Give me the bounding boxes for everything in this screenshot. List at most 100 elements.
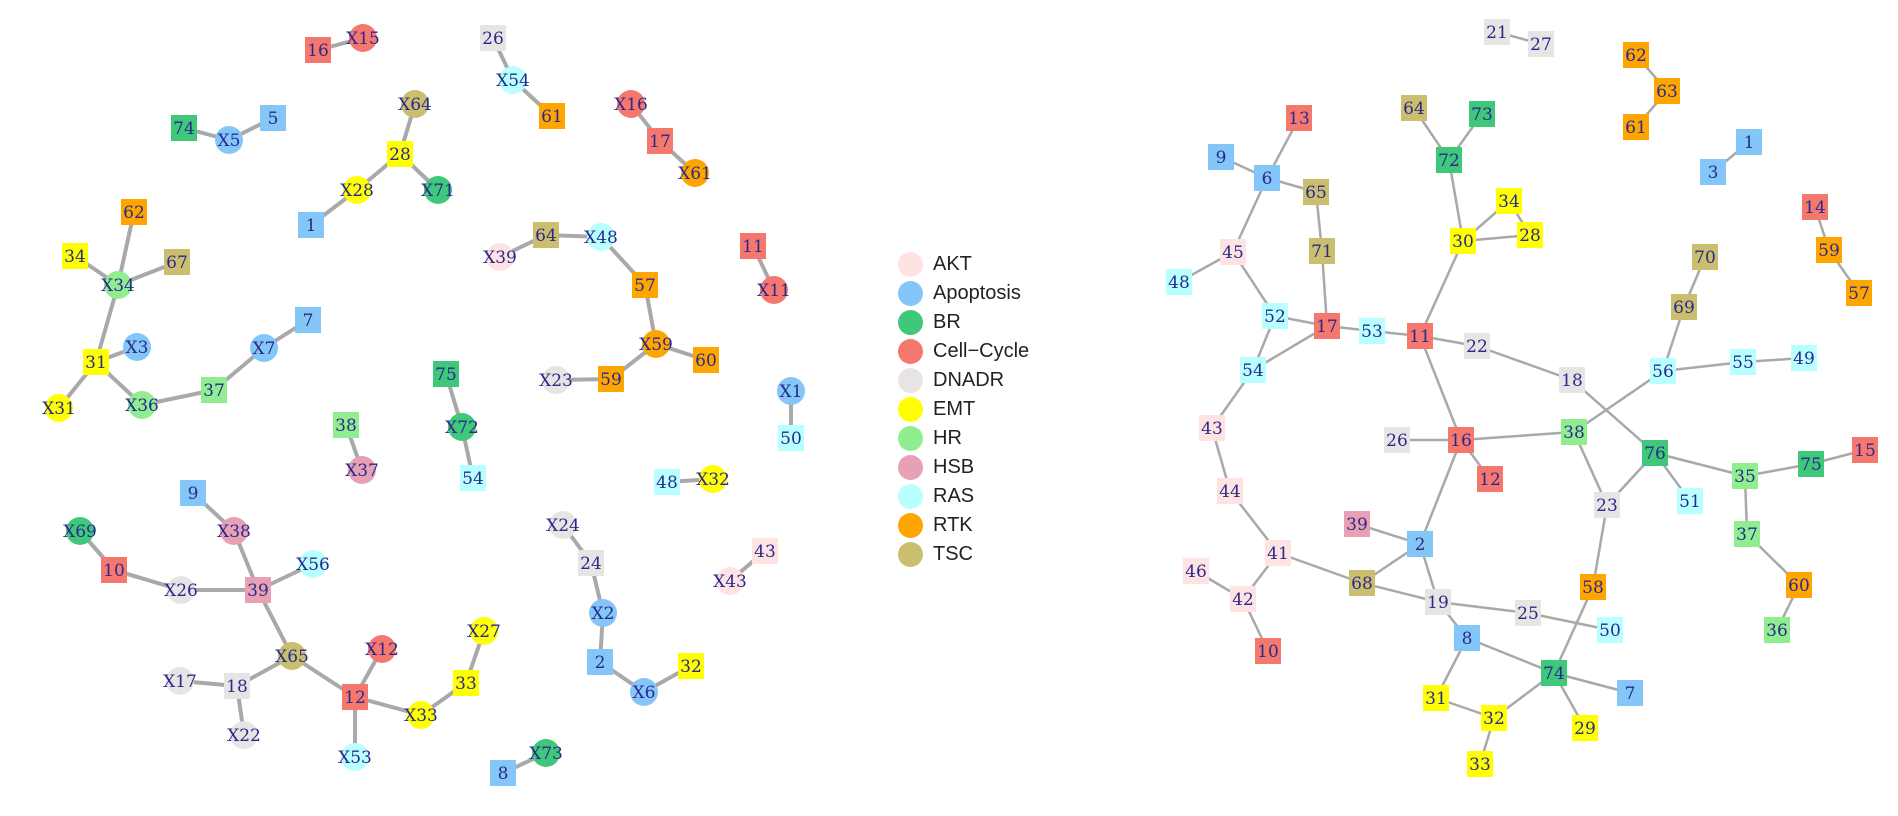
right-node-46[interactable]: 46 (1183, 558, 1209, 584)
left-node-X7[interactable]: X7 (250, 334, 278, 362)
right-node-71[interactable]: 71 (1309, 238, 1335, 264)
left-node-X56[interactable]: X56 (296, 550, 330, 578)
left-node-X71[interactable]: X71 (421, 176, 455, 204)
right-node-16[interactable]: 16 (1448, 427, 1474, 453)
right-node-11[interactable]: 11 (1407, 323, 1433, 349)
right-node-10[interactable]: 10 (1255, 638, 1281, 664)
left-node-X73[interactable]: X73 (529, 739, 563, 767)
left-node-X33[interactable]: X33 (404, 701, 438, 729)
left-node-39[interactable]: 39 (245, 577, 271, 603)
right-node-72[interactable]: 72 (1436, 147, 1462, 173)
right-node-54[interactable]: 54 (1240, 357, 1266, 383)
left-node-X43[interactable]: X43 (713, 567, 747, 595)
left-node-10[interactable]: 10 (101, 557, 127, 583)
right-node-57[interactable]: 57 (1846, 280, 1872, 306)
left-node-X6[interactable]: X6 (630, 678, 658, 706)
left-node-X65[interactable]: X65 (275, 642, 309, 670)
right-node-33[interactable]: 33 (1467, 751, 1493, 777)
left-node-17[interactable]: 17 (647, 128, 673, 154)
left-node-26[interactable]: 26 (480, 25, 506, 51)
left-node-34[interactable]: 34 (62, 243, 88, 269)
right-node-63[interactable]: 63 (1654, 78, 1680, 104)
right-node-42[interactable]: 42 (1230, 586, 1256, 612)
right-node-59[interactable]: 59 (1816, 237, 1842, 263)
right-node-9[interactable]: 9 (1208, 144, 1234, 170)
left-node-X11[interactable]: X11 (757, 276, 791, 304)
right-node-69[interactable]: 69 (1671, 294, 1697, 320)
right-node-30[interactable]: 30 (1450, 228, 1476, 254)
left-node-2[interactable]: 2 (587, 649, 613, 675)
right-node-53[interactable]: 53 (1359, 318, 1385, 344)
left-node-X5[interactable]: X5 (215, 126, 243, 154)
right-node-68[interactable]: 68 (1349, 570, 1375, 596)
left-node-X16[interactable]: X16 (614, 90, 648, 118)
left-node-X37[interactable]: X37 (345, 456, 379, 484)
left-node-X2[interactable]: X2 (589, 599, 617, 627)
left-node-X12[interactable]: X12 (365, 635, 399, 663)
right-node-44[interactable]: 44 (1217, 478, 1243, 504)
left-node-X32[interactable]: X32 (696, 465, 730, 493)
left-node-8[interactable]: 8 (490, 760, 516, 786)
left-node-X59[interactable]: X59 (639, 330, 673, 358)
left-node-67[interactable]: 67 (164, 249, 190, 275)
right-node-45[interactable]: 45 (1220, 239, 1246, 265)
right-node-52[interactable]: 52 (1262, 303, 1288, 329)
left-node-61[interactable]: 61 (539, 103, 565, 129)
right-node-26[interactable]: 26 (1384, 427, 1410, 453)
right-node-31[interactable]: 31 (1423, 685, 1449, 711)
right-node-51[interactable]: 51 (1677, 488, 1703, 514)
left-node-64[interactable]: 64 (533, 222, 559, 248)
left-node-X61[interactable]: X61 (678, 159, 712, 187)
left-node-X53[interactable]: X53 (338, 743, 372, 771)
left-node-54[interactable]: 54 (460, 465, 486, 491)
left-node-X28[interactable]: X28 (340, 176, 374, 204)
left-node-1[interactable]: 1 (298, 212, 324, 238)
right-node-2[interactable]: 2 (1407, 531, 1433, 557)
left-node-X34[interactable]: X34 (101, 271, 135, 299)
left-node-7[interactable]: 7 (295, 307, 321, 333)
left-node-50[interactable]: 50 (778, 425, 804, 451)
right-node-48[interactable]: 48 (1166, 269, 1192, 295)
left-node-62[interactable]: 62 (121, 199, 147, 225)
right-node-36[interactable]: 36 (1764, 617, 1790, 643)
right-node-15[interactable]: 15 (1852, 437, 1878, 463)
left-node-28[interactable]: 28 (387, 141, 413, 167)
right-node-21[interactable]: 21 (1484, 19, 1510, 45)
right-node-74[interactable]: 74 (1541, 660, 1567, 686)
right-node-64[interactable]: 64 (1401, 95, 1427, 121)
left-node-X39[interactable]: X39 (483, 243, 517, 271)
left-node-X54[interactable]: X54 (496, 66, 530, 94)
right-node-12[interactable]: 12 (1477, 466, 1503, 492)
right-node-43[interactable]: 43 (1199, 415, 1225, 441)
left-node-59[interactable]: 59 (598, 366, 624, 392)
left-node-48[interactable]: 48 (654, 469, 680, 495)
right-node-18[interactable]: 18 (1559, 367, 1585, 393)
left-node-74[interactable]: 74 (171, 115, 197, 141)
left-node-11[interactable]: 11 (740, 233, 766, 259)
right-node-8[interactable]: 8 (1454, 625, 1480, 651)
right-node-38[interactable]: 38 (1561, 419, 1587, 445)
left-node-X15[interactable]: X15 (346, 24, 380, 52)
left-node-32[interactable]: 32 (678, 653, 704, 679)
right-node-3[interactable]: 3 (1700, 159, 1726, 185)
left-node-X72[interactable]: X72 (445, 413, 479, 441)
left-node-37[interactable]: 37 (201, 377, 227, 403)
left-node-X69[interactable]: X69 (63, 517, 97, 545)
right-node-13[interactable]: 13 (1286, 105, 1312, 131)
left-node-X3[interactable]: X3 (123, 333, 151, 361)
right-node-25[interactable]: 25 (1515, 600, 1541, 626)
left-node-5[interactable]: 5 (260, 105, 286, 131)
left-node-X24[interactable]: X24 (546, 511, 580, 539)
right-node-70[interactable]: 70 (1692, 244, 1718, 270)
left-node-18[interactable]: 18 (224, 673, 250, 699)
right-node-49[interactable]: 49 (1791, 345, 1817, 371)
left-node-38[interactable]: 38 (333, 412, 359, 438)
right-node-60[interactable]: 60 (1786, 572, 1812, 598)
right-node-1[interactable]: 1 (1736, 129, 1762, 155)
left-node-X23[interactable]: X23 (539, 366, 573, 394)
right-node-75[interactable]: 75 (1798, 451, 1824, 477)
left-node-X22[interactable]: X22 (227, 721, 261, 749)
left-node-57[interactable]: 57 (632, 272, 658, 298)
left-node-X48[interactable]: X48 (584, 223, 618, 251)
right-node-6[interactable]: 6 (1254, 165, 1280, 191)
